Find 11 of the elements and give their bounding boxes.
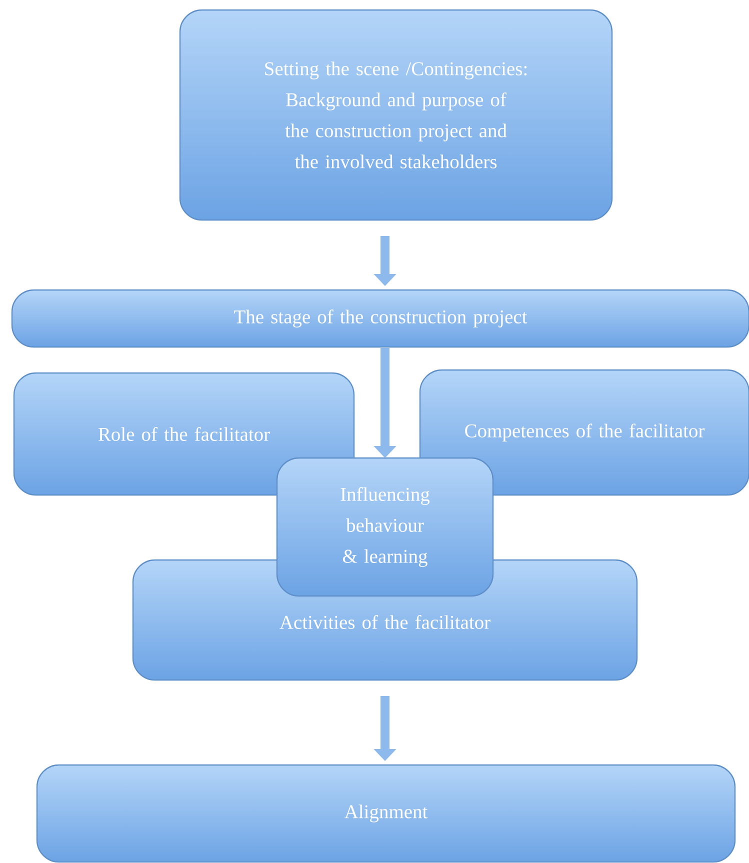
node-label: Activities of the facilitator [280, 615, 490, 629]
node-label: The stage of the construction project [234, 310, 528, 328]
node-label: Alignment [344, 804, 428, 822]
process-box [11, 289, 749, 348]
node-label: Setting the scene /Contingencies: Background and purpose of the construction project and the involved stakeholders [265, 62, 527, 168]
node-label: Competences of the facilitator [465, 424, 705, 442]
process-box [36, 764, 736, 863]
process-box [179, 9, 613, 221]
node-label: Role of the facilitator [98, 427, 270, 441]
process-box [276, 457, 494, 597]
node-label: Influencing behaviour & learning [340, 487, 430, 567]
